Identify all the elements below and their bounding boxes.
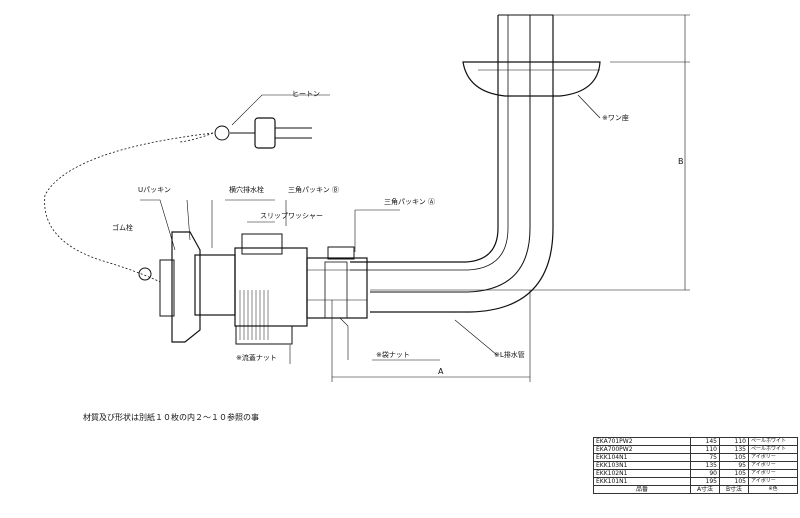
table-cell-color: アイボリー [748, 453, 798, 462]
label-wan-seat: ※ワン座 [602, 114, 629, 122]
table-cell-color: アイボリー [748, 461, 798, 470]
table-cell-color: アイボリー [748, 469, 798, 478]
wan-seat [462, 61, 601, 119]
table-row: EKK102N1 90 105 アイボリー [593, 469, 798, 478]
label-sink-nut: ※流蓋ナット [236, 354, 277, 362]
table-row: EKK104N1 75 105 アイボリー [593, 453, 798, 462]
parts-table: EKA701PW2 145 110 ペールホワイト EKA700PW2 110 … [593, 437, 798, 494]
label-u-packing: Uパッキン [138, 186, 171, 194]
table-cell-b: 135 [719, 445, 749, 454]
table-cell-code: EKK103N1 [593, 461, 691, 470]
table-cell-color: ペールホワイト [748, 437, 798, 446]
table-cell-b: 105 [719, 477, 749, 486]
table-row: EKK103N1 135 95 アイボリー [593, 461, 798, 470]
l-drain-pipe [350, 14, 554, 313]
table-cell-b: 95 [719, 461, 749, 470]
table-cell-a: 90 [690, 469, 720, 478]
gom-plug [138, 267, 152, 281]
table-cell-a: 145 [690, 437, 720, 446]
label-gom-plug: ゴム栓 [112, 224, 133, 232]
table-cell-code: EKA701PW2 [593, 437, 691, 446]
table-header-code: 品番 [593, 485, 691, 494]
table-header-row: 品番 A寸法 B寸法 ※色 [593, 485, 798, 494]
leader-lines [140, 94, 498, 364]
table-cell-a: 75 [690, 453, 720, 462]
label-slip-washer: スリップワッシャー [260, 212, 323, 220]
table-header-a: A寸法 [690, 485, 720, 494]
table-cell-a: 135 [690, 461, 720, 470]
table-row: EKA700PW2 110 135 ペールホワイト [593, 445, 798, 454]
table-cell-code: EKK102N1 [593, 469, 691, 478]
table-cell-color: ペールホワイト [748, 445, 798, 454]
table-cell-b: 110 [719, 437, 749, 446]
material-note: 材質及び形状は別紙１０枚の内２～１０参照の事 [83, 413, 259, 422]
label-dimension-b: B [678, 157, 684, 166]
table-header-color: ※色 [748, 485, 798, 494]
chain [44, 132, 214, 283]
table-row: EKK101N1 195 105 アイボリー [593, 477, 798, 486]
table-cell-code: EKK104N1 [593, 453, 691, 462]
table-cell-a: 195 [690, 477, 720, 486]
table-cell-b: 105 [719, 469, 749, 478]
dimension-a [331, 290, 531, 382]
label-dimension-a: A [438, 367, 444, 376]
drain-plug-assembly [159, 231, 368, 345]
label-hiton: ヒートン [292, 90, 320, 98]
label-triangle-packing-b: 三角パッキン Ⓑ [288, 186, 340, 194]
table-header-b: B寸法 [719, 485, 749, 494]
label-l-drain-pipe: ※L排水管 [494, 351, 525, 359]
label-triangle-packing-a: 三角パッキン Ⓐ [384, 198, 436, 206]
table-cell-code: EKK101N1 [593, 477, 691, 486]
label-tub-nut: ※袋ナット [376, 351, 410, 359]
table-row: EKA701PW2 145 110 ペールホワイト [593, 437, 798, 446]
table-cell-a: 110 [690, 445, 720, 454]
heaton [214, 117, 312, 149]
table-cell-code: EKA700PW2 [593, 445, 691, 454]
label-horizontal-drain-plug: 横穴排水栓 [229, 186, 264, 194]
table-cell-b: 105 [719, 453, 749, 462]
table-cell-color: アイボリー [748, 477, 798, 486]
